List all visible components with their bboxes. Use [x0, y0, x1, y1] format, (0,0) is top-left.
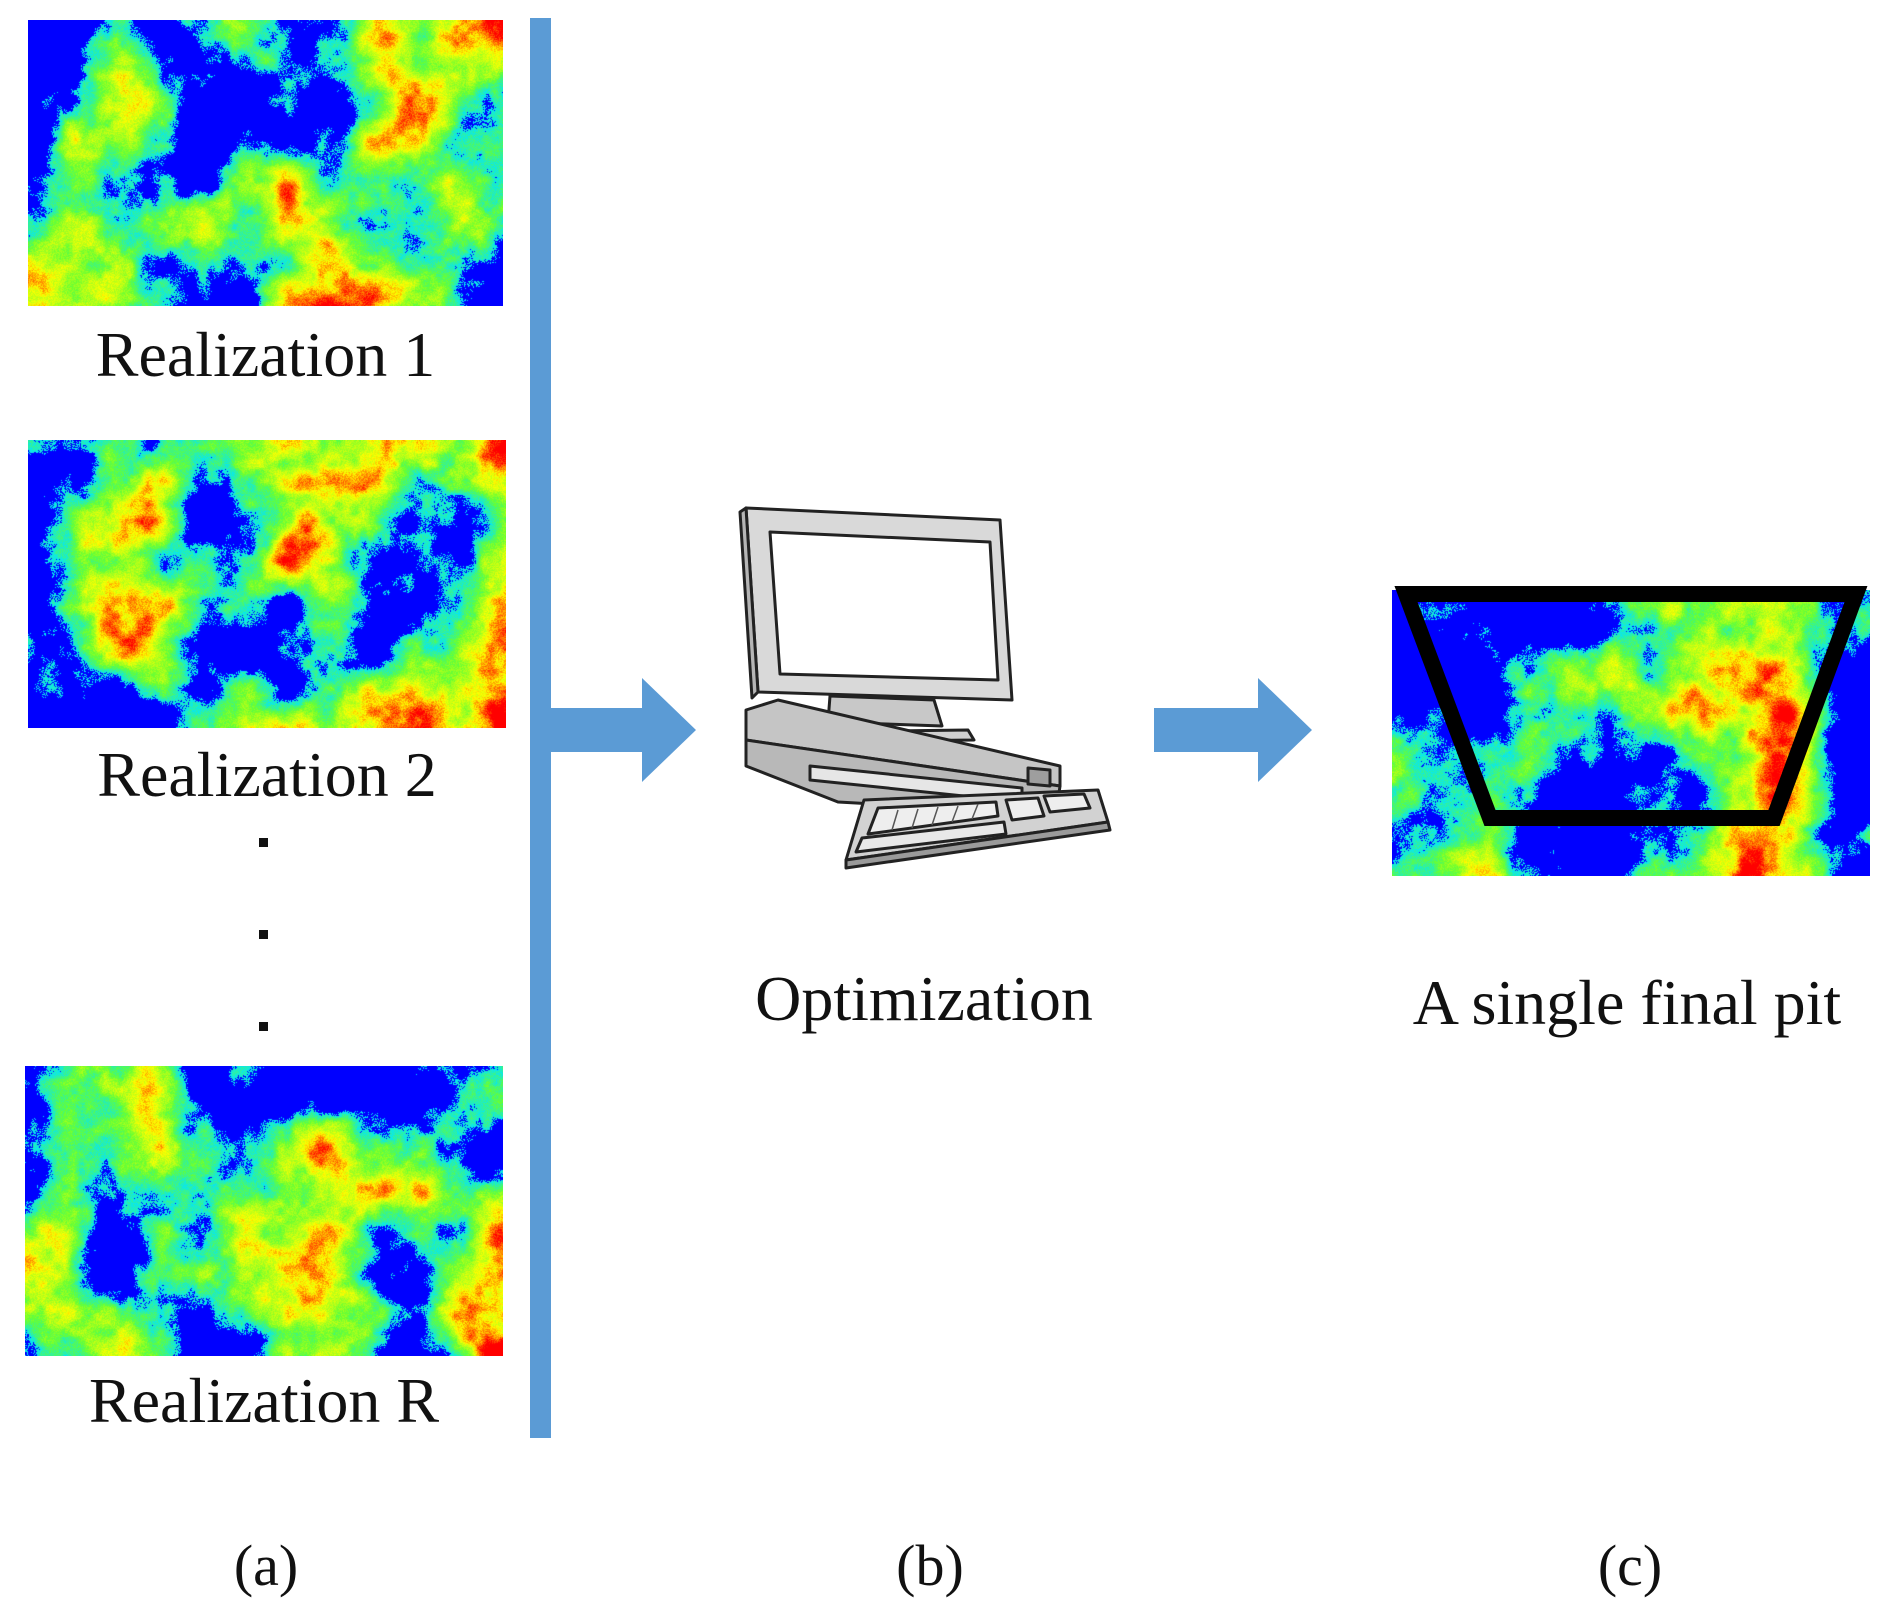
ellipsis-dot — [259, 838, 268, 847]
realization-1-canvas — [28, 20, 503, 306]
realization-r-map — [25, 1066, 503, 1356]
computer-icon — [738, 506, 1112, 870]
final-pit-canvas — [1392, 590, 1870, 876]
panel-b-label: (b) — [896, 1533, 964, 1598]
realization-1-map — [28, 20, 503, 306]
pit-outline — [1394, 586, 1868, 826]
final-pit-map — [1392, 590, 1870, 876]
realization-2-label: Realization 2 — [97, 739, 437, 810]
panel-a-label: (a) — [233, 1533, 299, 1598]
ellipsis-dot — [259, 1022, 268, 1031]
optimization-label: Optimization — [755, 963, 1093, 1034]
realization-r-canvas — [25, 1066, 503, 1356]
arrow-right-icon — [538, 678, 696, 782]
arrow-right-icon — [1154, 678, 1312, 782]
panel-c-label: (c) — [1597, 1533, 1663, 1598]
realization-r-label: Realization R — [88, 1365, 440, 1436]
ellipsis-dot — [259, 930, 268, 939]
realization-2-map — [28, 440, 506, 728]
realization-1-label: Realization 1 — [95, 319, 436, 390]
realization-2-canvas — [28, 440, 506, 728]
final-pit-label: A single final pit — [1412, 967, 1842, 1038]
